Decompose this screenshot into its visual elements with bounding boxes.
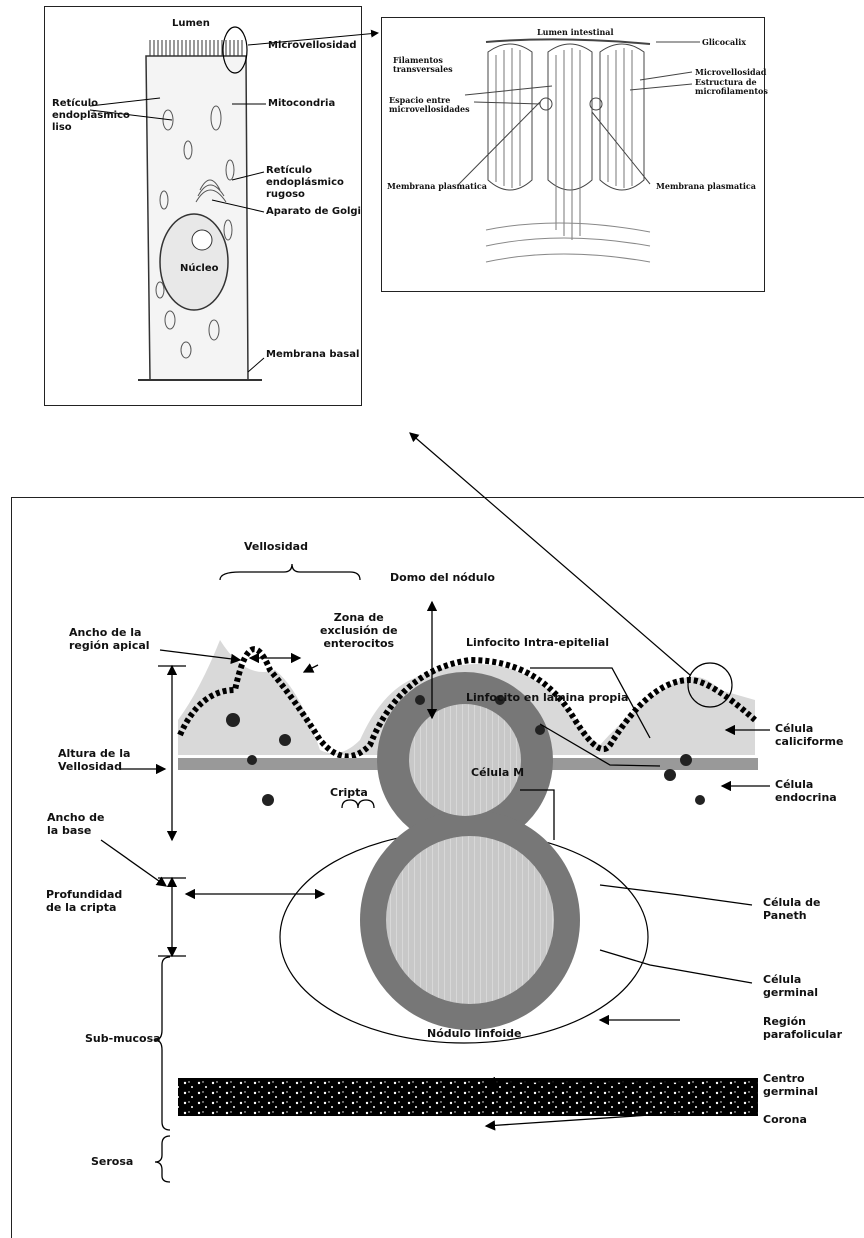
label-membrana-izq: Membrana plasmatica bbox=[387, 182, 487, 191]
enterocyte-drawing bbox=[90, 27, 378, 380]
label-microvellosidad: Microvellosidad bbox=[268, 40, 357, 52]
label-linfocito-lamina: Linfocito en lamina propia bbox=[466, 691, 628, 704]
label-membrana-basal: Membrana basal bbox=[266, 349, 359, 361]
label-lumen-intestinal: Lumen intestinal bbox=[537, 28, 614, 37]
label-celula-germinal: Célula germinal bbox=[763, 973, 818, 999]
microvilli-drawing bbox=[458, 39, 700, 262]
label-mitocondria: Mitocondria bbox=[268, 98, 335, 110]
label-celula-caliciforme: Célula caliciforme bbox=[775, 722, 843, 748]
label-zona-exclusion: Zona de exclusión de enterocitos bbox=[320, 611, 398, 650]
label-golgi: Aparato de Golgi bbox=[266, 206, 361, 218]
label-vellosidad: Vellosidad bbox=[244, 540, 308, 553]
label-centro-germinal: Centro germinal bbox=[763, 1072, 818, 1098]
label-linfocito-intra: Linfocito Intra-epitelial bbox=[466, 636, 609, 649]
label-sub-mucosa: Sub-mucosa bbox=[85, 1032, 161, 1045]
label-nucleo: Núcleo bbox=[180, 263, 219, 275]
label-serosa: Serosa bbox=[91, 1155, 133, 1168]
label-filamentos: Filamentos transversales bbox=[393, 56, 453, 74]
label-profundidad: Profundidad de la cripta bbox=[46, 888, 122, 914]
label-ancho-apical: Ancho de la región apical bbox=[69, 626, 150, 652]
label-cripta: Cripta bbox=[330, 786, 368, 799]
label-lumen: Lumen bbox=[172, 18, 210, 30]
label-nodulo: Nódulo linfoide bbox=[427, 1027, 521, 1040]
label-estructura: Estructura de microfilamentos bbox=[695, 78, 768, 96]
label-membrana-der: Membrana plasmatica bbox=[656, 182, 756, 191]
label-glicocalix: Glicocalix bbox=[702, 38, 746, 47]
label-corona: Corona bbox=[763, 1113, 807, 1126]
label-reticulo-liso: Retículo endoplásmico liso bbox=[52, 98, 130, 134]
label-reticulo-rugoso: Retículo endoplásmico rugoso bbox=[266, 165, 344, 201]
label-altura: Altura de la Vellosidad bbox=[58, 747, 130, 773]
label-microvellosidad-2: Microvellosidad bbox=[695, 68, 766, 77]
label-celula-endocrina: Célula endocrina bbox=[775, 778, 837, 804]
label-region-parafolicular: Región parafolicular bbox=[763, 1015, 842, 1041]
label-ancho-base: Ancho de la base bbox=[47, 811, 104, 837]
label-celula-m: Célula M bbox=[471, 766, 524, 779]
label-celula-paneth: Célula de Paneth bbox=[763, 896, 821, 922]
label-domo: Domo del nódulo bbox=[390, 571, 495, 584]
label-espacio: Espacio entre microvellosidades bbox=[389, 96, 470, 114]
tissue-drawing bbox=[178, 640, 758, 1116]
